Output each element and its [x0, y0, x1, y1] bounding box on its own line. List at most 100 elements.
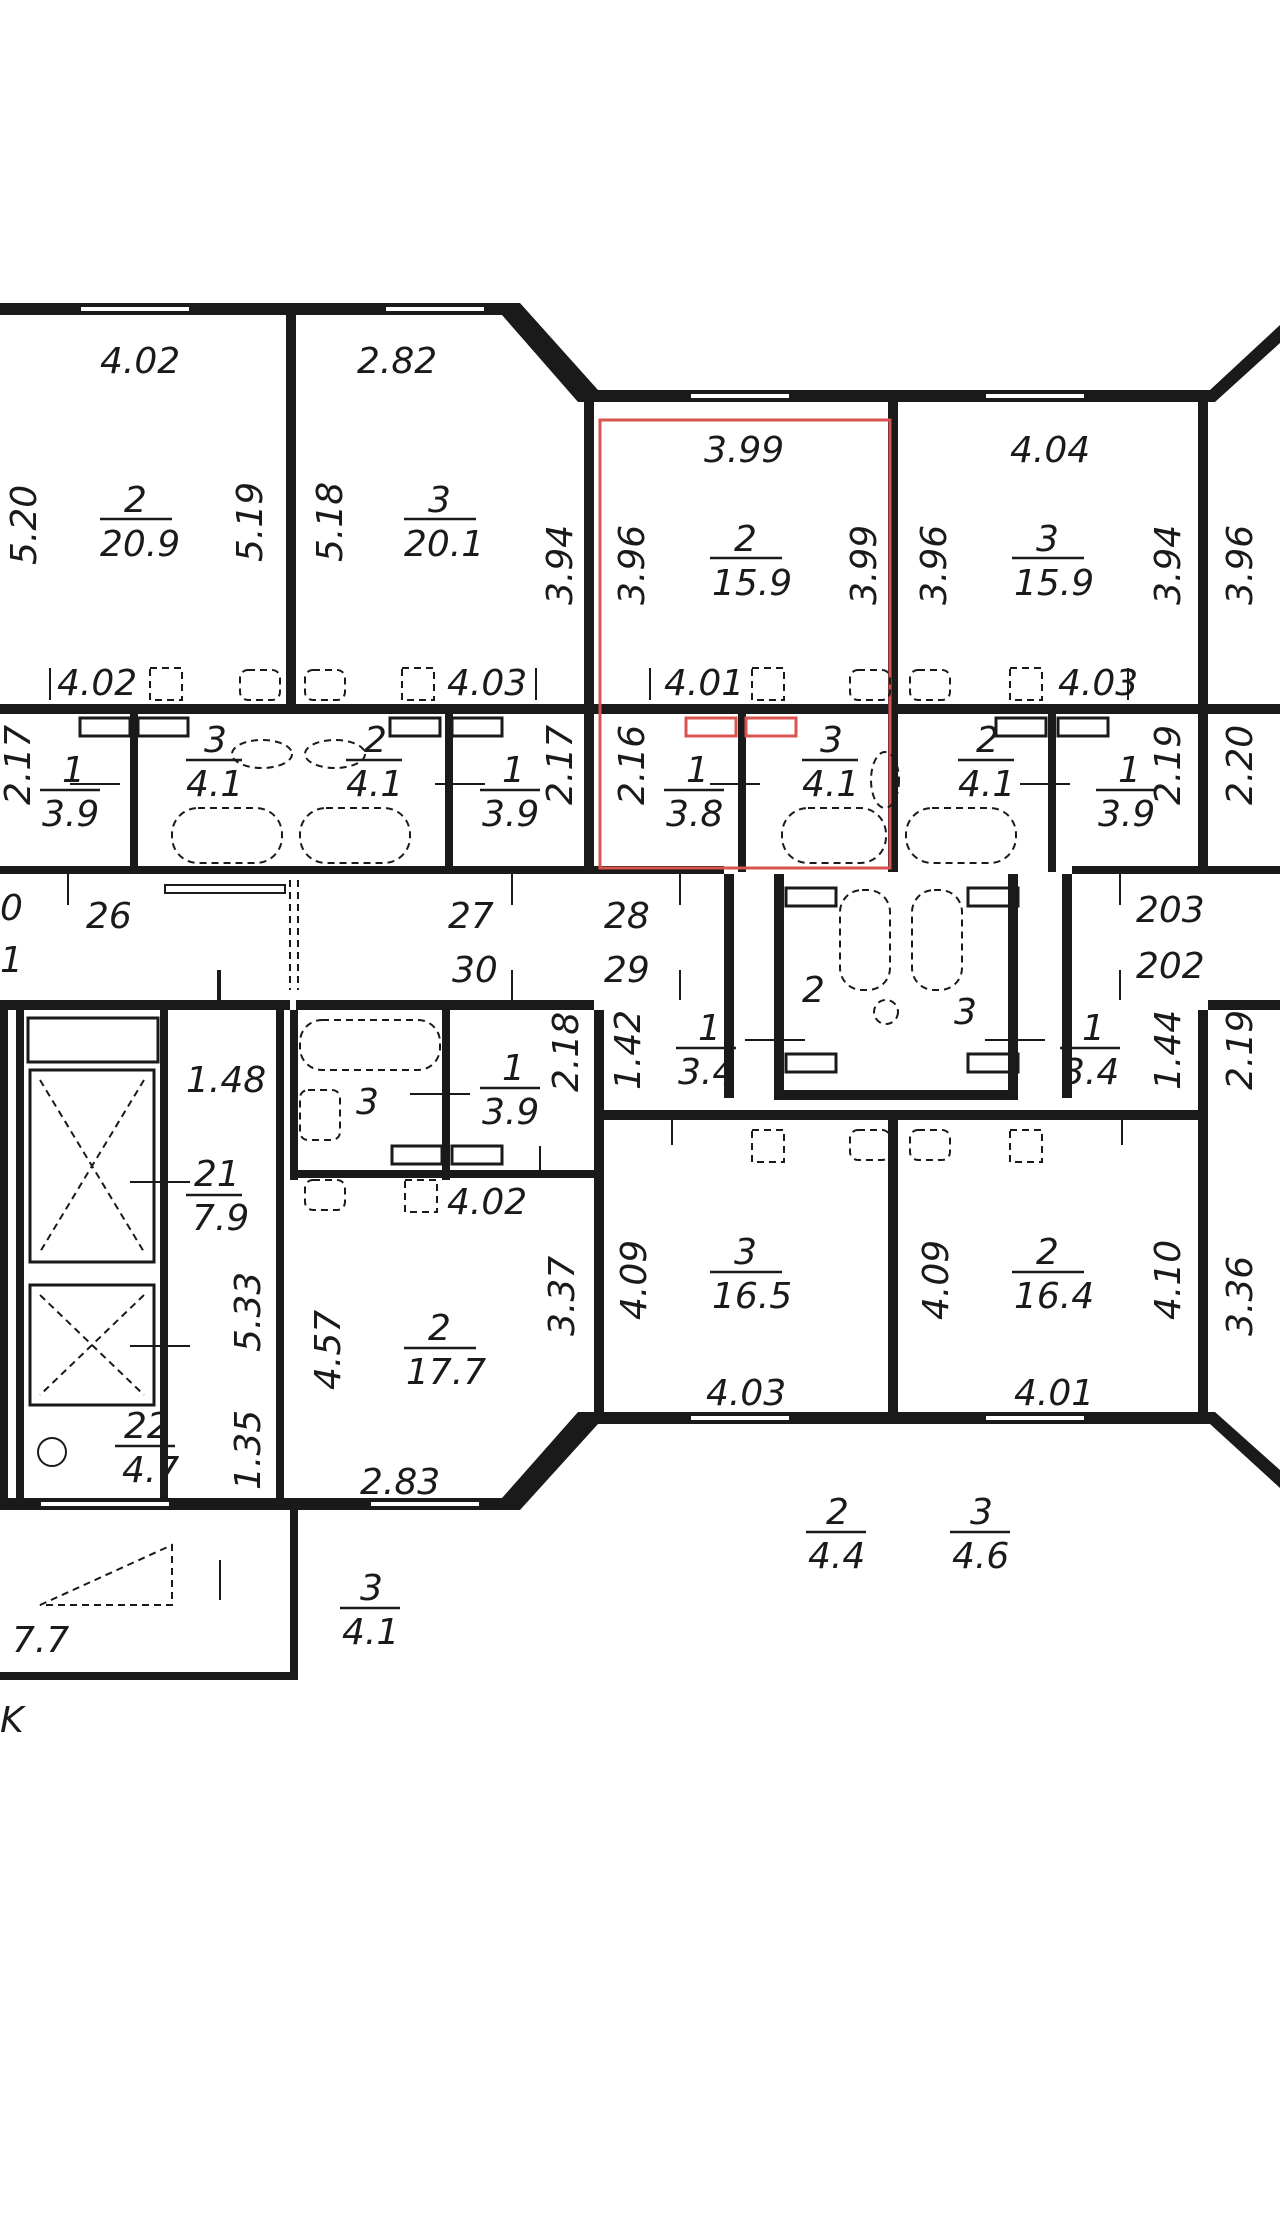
dim-label: 3.36 — [1220, 1256, 1261, 1336]
dim-label: 7.7 — [12, 1620, 69, 1661]
dim-label: 4.03 — [1058, 663, 1138, 704]
edge-number: 0 — [0, 888, 23, 929]
dim-label: 1.42 — [608, 1010, 649, 1090]
room-area: 3.4 — [678, 1052, 735, 1093]
room-type: 3 — [734, 1232, 757, 1273]
room-type: 2 — [976, 720, 999, 761]
dim-label: 2.83 — [360, 1462, 440, 1503]
room-type: 3 — [360, 1568, 383, 1609]
room-type: 3 — [1036, 519, 1059, 560]
dim-label: 3.96 — [612, 525, 653, 605]
dimension-labels: 4.02 2.82 3.99 4.04 5.20 5.19 5.18 3.94 … — [0, 341, 1261, 1661]
highlighted-radiator — [684, 716, 738, 738]
dim-label: 4.09 — [916, 1240, 957, 1320]
room-area: 16.4 — [1014, 1276, 1094, 1317]
room-area: 3.9 — [1098, 794, 1155, 835]
room-area: 3.9 — [482, 794, 539, 835]
dim-label: 4.03 — [447, 663, 527, 704]
dim-label: 3.96 — [1220, 525, 1261, 605]
room-area: 3.4 — [1062, 1052, 1119, 1093]
room-area: 20.9 — [100, 524, 180, 565]
dim-label: 2.17 — [0, 725, 39, 805]
dim-label: 3.99 — [704, 430, 784, 471]
dim-label: 4.01 — [664, 663, 744, 704]
highlighted-unit[interactable] — [598, 418, 892, 870]
room-area: 15.9 — [712, 563, 792, 604]
dim-label: 2.19 — [1220, 1010, 1261, 1090]
dim-label: 2.82 — [357, 341, 437, 382]
room-area: 15.9 — [1014, 563, 1094, 604]
room-type: 1 — [698, 1008, 721, 1049]
corridor-number: 30 — [452, 950, 498, 991]
highlighted-radiator — [744, 716, 798, 738]
room-area: 20.1 — [404, 524, 484, 565]
room-area: 4.1 — [346, 764, 403, 805]
corridor-number: 29 — [604, 950, 650, 991]
room-type: 1 — [1118, 750, 1141, 791]
corridor-number: 203 — [1136, 890, 1205, 931]
room-type: 2 — [802, 970, 825, 1011]
room-type: 3 — [970, 1492, 993, 1533]
room-type: 3 — [428, 480, 451, 521]
dim-label: 1.48 — [186, 1060, 266, 1101]
dim-label: 4.57 — [308, 1310, 349, 1390]
corridor-number: 28 — [604, 896, 650, 937]
dim-label: 5.33 — [228, 1272, 269, 1352]
dimension-lines — [49, 668, 1129, 1600]
room-type: 22 — [124, 1406, 170, 1447]
room-area: 3.9 — [42, 794, 99, 835]
dim-label: 4.01 — [1014, 1373, 1094, 1414]
dim-label: 5.19 — [230, 482, 271, 562]
room-type: 2 — [1036, 1232, 1059, 1273]
dim-label: 3.99 — [844, 525, 885, 605]
room-area: 16.5 — [712, 1276, 792, 1317]
room-type: 1 — [502, 750, 525, 791]
dim-label: 5.18 — [310, 482, 351, 562]
room-type: 2 — [364, 720, 387, 761]
dim-label: 1.35 — [228, 1410, 269, 1490]
room-area: 7.9 — [192, 1198, 249, 1239]
dim-label: 4.02 — [100, 341, 180, 382]
room-numbers: 26 27 28 203 30 29 202 2 3 3 0 1 K — [0, 888, 1205, 1741]
room-type: 3 — [204, 720, 227, 761]
room-type: 2 — [734, 519, 757, 560]
edge-number: 1 — [0, 940, 23, 981]
room-area: 4.1 — [342, 1612, 399, 1653]
dim-label: 2.17 — [540, 725, 581, 805]
fraction-bars — [40, 517, 1156, 1610]
windows — [39, 305, 1086, 1508]
dim-label: 4.02 — [57, 663, 137, 704]
room-type: 2 — [826, 1492, 849, 1533]
room-type: 3 — [356, 1082, 379, 1123]
edge-number: K — [0, 1700, 26, 1741]
room-area: 4.6 — [952, 1536, 1009, 1577]
walls — [0, 303, 1280, 1680]
room-type: 1 — [62, 750, 85, 791]
dim-label: 4.02 — [447, 1182, 527, 1223]
corridor-number: 26 — [86, 896, 132, 937]
room-area: 4.4 — [808, 1536, 865, 1577]
dim-label: 4.10 — [1148, 1240, 1189, 1320]
dim-label: 4.04 — [1010, 430, 1090, 471]
room-area: 4.1 — [186, 764, 243, 805]
dim-label: 3.94 — [540, 525, 581, 605]
room-type: 2 — [428, 1308, 451, 1349]
dim-label: 2.20 — [1220, 725, 1261, 805]
dim-label: 3.96 — [914, 525, 955, 605]
room-type: 1 — [1082, 1008, 1105, 1049]
room-type: 3 — [820, 720, 843, 761]
dim-label: 2.19 — [1148, 725, 1189, 805]
room-area: 4.7 — [122, 1450, 179, 1491]
dim-label: 3.94 — [1148, 525, 1189, 605]
room-area: 17.7 — [406, 1352, 486, 1393]
dim-label: 1.44 — [1148, 1010, 1189, 1090]
room-area: 3.8 — [666, 794, 723, 835]
room-area: 4.1 — [958, 764, 1015, 805]
room-type: 21 — [194, 1154, 240, 1195]
fixtures — [26, 667, 1110, 1606]
corridor-number: 27 — [448, 896, 494, 937]
dim-label: 2.18 — [546, 1012, 587, 1092]
dim-label: 4.09 — [614, 1240, 655, 1320]
dim-label: 2.16 — [612, 725, 653, 805]
room-labels: 2 20.9 3 20.1 2 15.9 3 15.9 1 3.9 3 4.1 … — [42, 480, 1155, 1653]
